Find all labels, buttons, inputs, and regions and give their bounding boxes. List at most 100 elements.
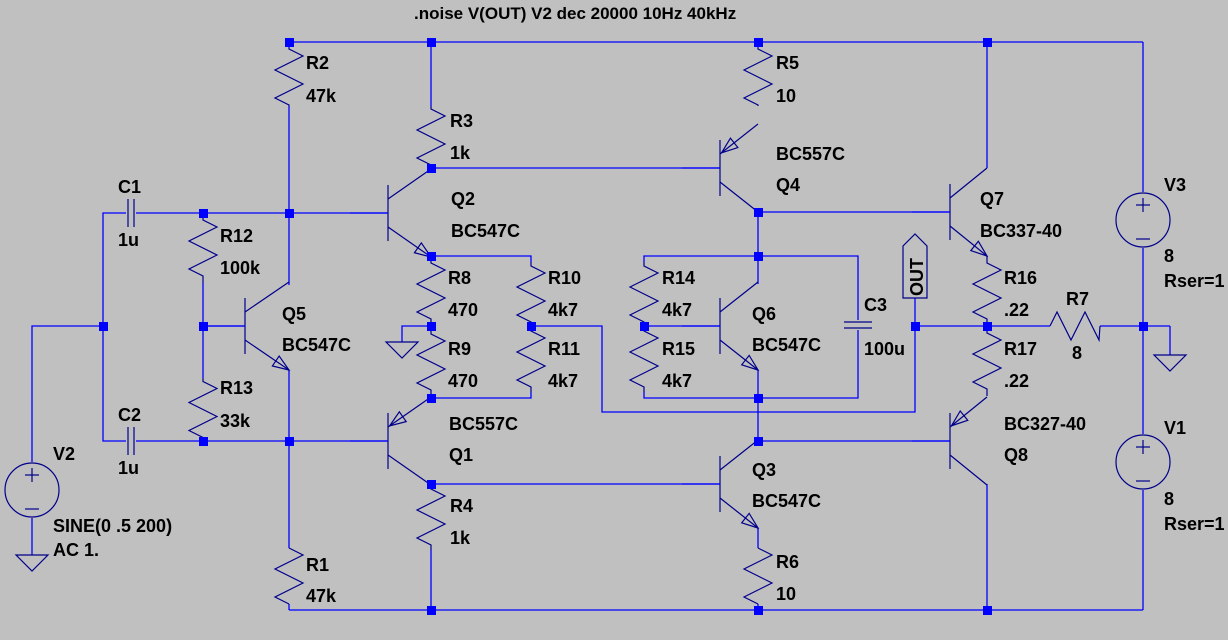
net-label-out[interactable]: OUT <box>902 233 928 299</box>
resistor-icon <box>628 326 660 392</box>
resistor-icon <box>415 326 447 398</box>
q2-name: Q2 <box>451 189 475 209</box>
q1-transistor[interactable] <box>350 396 432 486</box>
r12-resistor[interactable] <box>187 213 219 283</box>
emitter-arrow-icon <box>740 512 760 530</box>
q8-transistor[interactable] <box>912 396 988 486</box>
r8-resistor[interactable] <box>415 256 447 326</box>
r3-name: R3 <box>450 111 473 131</box>
r6-resistor[interactable] <box>742 547 774 605</box>
resistor-icon <box>628 262 660 326</box>
q2-transistor[interactable] <box>350 168 433 258</box>
v2-ac: AC 1. <box>53 540 99 560</box>
r9-name: R9 <box>448 339 471 359</box>
c2-capacitor[interactable] <box>127 427 135 455</box>
emitter-arrow-icon <box>388 410 408 427</box>
r5-resistor[interactable] <box>742 48 774 106</box>
q7-name: Q7 <box>980 189 1004 209</box>
r6-value: 10 <box>776 584 796 604</box>
r17-name: R17 <box>1004 339 1037 359</box>
q6-transistor[interactable] <box>682 281 760 372</box>
q3-model: BC547C <box>752 491 821 511</box>
r14-resistor[interactable] <box>628 262 660 326</box>
junction-dot <box>754 394 763 403</box>
r15-name: R15 <box>662 339 695 359</box>
ground-icon <box>384 341 420 359</box>
v1-value: 8 <box>1164 489 1174 509</box>
junction-dot <box>754 606 763 615</box>
c3-capacitor[interactable] <box>844 321 872 329</box>
r7-name: R7 <box>1066 289 1089 309</box>
q3-transistor[interactable] <box>682 439 760 530</box>
q4-transistor[interactable] <box>682 123 759 213</box>
resistor-icon <box>187 213 219 283</box>
junction-dot <box>427 394 436 403</box>
q7-transistor[interactable] <box>912 167 989 258</box>
junction-dot <box>754 38 763 47</box>
r1-resistor[interactable] <box>273 547 305 605</box>
junction-dot <box>285 209 294 218</box>
q5-transistor[interactable] <box>207 281 291 371</box>
r9-resistor[interactable] <box>415 326 447 398</box>
v3-rser: Rser=1 <box>1164 271 1225 291</box>
resistor-icon <box>971 256 1003 326</box>
r2-resistor[interactable] <box>273 48 305 106</box>
r17-resistor[interactable] <box>971 326 1003 396</box>
emitter-arrow-icon <box>720 137 739 154</box>
junction-dot <box>199 437 208 446</box>
r11-resistor[interactable] <box>515 326 547 392</box>
r1-name: R1 <box>306 555 329 575</box>
c3-name: C3 <box>864 295 887 315</box>
resistor-icon <box>415 106 447 168</box>
r13-resistor[interactable] <box>187 378 219 441</box>
emitter-arrow-icon <box>969 240 989 258</box>
c1-capacitor[interactable] <box>127 199 135 227</box>
r12-value: 100k <box>220 258 261 278</box>
r16-resistor[interactable] <box>971 256 1003 326</box>
q4-model: BC557C <box>776 144 845 164</box>
v3-voltage-source[interactable] <box>1115 192 1171 248</box>
r3-value: 1k <box>450 143 471 163</box>
c3-value: 100u <box>864 339 905 359</box>
junction-dot <box>427 252 436 261</box>
q1-name: Q1 <box>449 445 473 465</box>
r15-value: 4k7 <box>662 371 692 391</box>
r15-resistor[interactable] <box>628 326 660 392</box>
r14-name: R14 <box>662 268 695 288</box>
junction-dot <box>983 606 992 615</box>
q8-name: Q8 <box>1004 445 1028 465</box>
resistor-icon <box>415 256 447 326</box>
junction-dot <box>427 606 436 615</box>
emitter-arrow-icon <box>271 354 291 371</box>
q6-name: Q6 <box>752 304 776 324</box>
junction-dot <box>199 322 208 331</box>
v3-value: 8 <box>1164 246 1174 266</box>
r4-resistor[interactable] <box>415 484 447 550</box>
resistor-icon <box>273 547 305 605</box>
r3-resistor[interactable] <box>415 106 447 168</box>
c1-name: C1 <box>118 177 141 197</box>
v3-name: V3 <box>1164 175 1186 195</box>
r7-resistor[interactable] <box>1049 310 1101 343</box>
r12-name: R12 <box>220 226 253 246</box>
noise-directive[interactable]: .noise V(OUT) V2 dec 20000 10Hz 40kHz <box>414 4 736 23</box>
v2-voltage-source[interactable] <box>4 462 60 518</box>
transistors <box>207 123 989 530</box>
junction-dot <box>427 38 436 47</box>
r10-resistor[interactable] <box>515 262 547 326</box>
junction-dot <box>285 38 294 47</box>
junction-dot <box>754 252 763 261</box>
resistor-icon <box>415 484 447 550</box>
q1-model: BC557C <box>449 414 518 434</box>
c2-value: 1u <box>118 458 139 478</box>
v1-voltage-source[interactable] <box>1115 434 1171 490</box>
ground-symbols <box>14 341 1188 572</box>
r5-name: R5 <box>776 53 799 73</box>
ground-icon <box>14 554 50 572</box>
wires <box>31 41 1171 611</box>
r10-value: 4k7 <box>548 300 578 320</box>
r13-name: R13 <box>220 378 253 398</box>
junction-dot <box>754 208 763 217</box>
junctions <box>99 38 1148 615</box>
